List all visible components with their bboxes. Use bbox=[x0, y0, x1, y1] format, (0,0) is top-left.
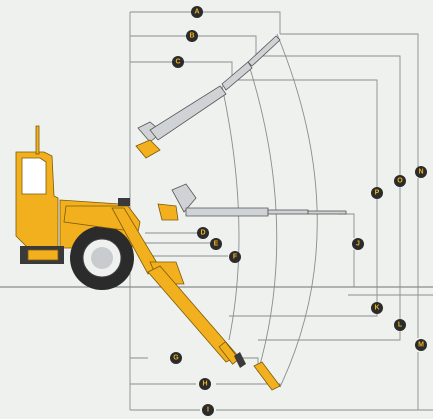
front-wheel bbox=[70, 226, 134, 290]
svg-text:G: G bbox=[173, 355, 179, 362]
svg-text:B: B bbox=[189, 33, 194, 40]
svg-text:D: D bbox=[200, 230, 205, 237]
upper-stick bbox=[135, 35, 281, 159]
label-b: B bbox=[186, 30, 198, 42]
reach-arcs bbox=[221, 33, 318, 388]
svg-text:E: E bbox=[214, 241, 219, 248]
svg-text:K: K bbox=[374, 305, 379, 312]
label-n: N bbox=[415, 166, 427, 178]
boom-arm bbox=[63, 198, 281, 391]
svg-text:H: H bbox=[202, 381, 207, 388]
svg-text:L: L bbox=[398, 322, 403, 329]
svg-text:F: F bbox=[233, 254, 238, 261]
svg-text:O: O bbox=[397, 178, 403, 185]
horizontal-stick bbox=[157, 183, 347, 221]
svg-text:C: C bbox=[175, 59, 180, 66]
label-l: L bbox=[394, 319, 406, 331]
svg-text:M: M bbox=[418, 342, 424, 349]
label-f: F bbox=[229, 251, 241, 263]
svg-text:N: N bbox=[418, 169, 423, 176]
label-a: A bbox=[191, 6, 203, 18]
label-o: O bbox=[394, 175, 406, 187]
label-m: M bbox=[415, 339, 427, 351]
svg-text:I: I bbox=[207, 407, 209, 414]
label-c: C bbox=[172, 56, 184, 68]
svg-text:J: J bbox=[356, 241, 360, 248]
label-h: H bbox=[199, 378, 211, 390]
label-k: K bbox=[371, 302, 383, 314]
label-p: P bbox=[371, 187, 383, 199]
label-d: D bbox=[197, 227, 209, 239]
label-j: J bbox=[352, 238, 364, 250]
svg-text:A: A bbox=[194, 9, 199, 16]
svg-text:P: P bbox=[375, 190, 380, 197]
label-g: G bbox=[170, 352, 182, 364]
label-e: E bbox=[210, 238, 222, 250]
label-i: I bbox=[202, 404, 214, 416]
